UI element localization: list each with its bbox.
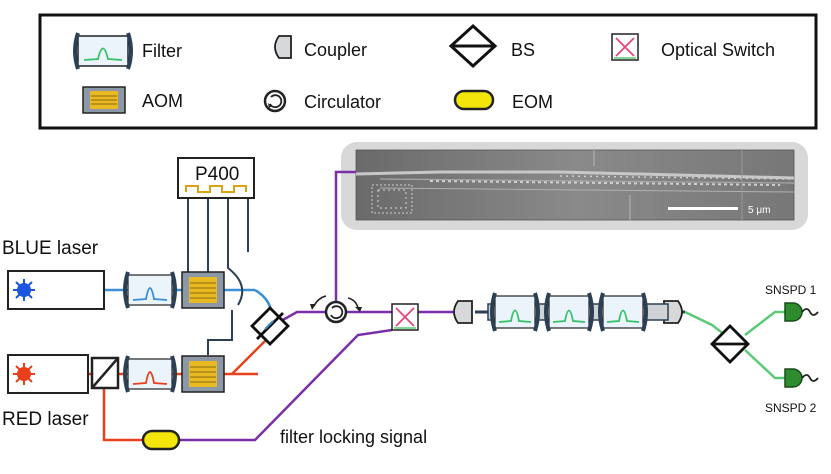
legend-optical-switch-label: Optical Switch [661,40,775,60]
legend-aom-icon [82,86,126,114]
filter-locking-signal-label: filter locking signal [280,427,427,447]
red-beam-splitter-cube [90,356,120,390]
aom-icon [181,271,225,309]
filter-icon [123,355,177,393]
legend-optical-switch-icon [611,33,639,61]
snspd-1-label: SNSPD 1 [765,283,817,297]
aom-icon [181,355,225,393]
red-laser-label: RED laser [2,409,89,430]
snspd-1: SNSPD 1 [765,283,819,322]
legend-bs-icon [448,23,498,69]
scale-bar: 5 μm [668,205,770,216]
beam-splitter-icon [250,306,290,346]
filter-icon [598,292,648,332]
legend-coupler-icon [274,35,292,59]
legend-eom-icon [453,89,495,111]
purple-beam-locking [180,328,393,442]
green-beam [684,310,726,336]
legend-circulator-icon [263,89,287,113]
legend-circulator-label: Circulator [304,92,381,112]
legend-coupler-label: Coupler [304,40,367,60]
filter-icon [544,292,594,332]
coupler-icon [453,300,473,324]
legend-bs-label: BS [511,40,535,60]
eom-icon [141,429,181,451]
optical-switch-icon [391,303,419,331]
filter-chain [487,292,669,332]
blue-laser-label: BLUE laser [2,238,99,259]
laser-icon [13,363,35,385]
snspd-2: SNSPD 2 [765,368,819,415]
filter-icon [490,292,540,332]
beam-splitter-icon [710,324,750,364]
circulator-icon [310,295,362,324]
p400-controller: P400 [177,157,255,199]
legend-eom-label: EOM [512,92,553,112]
detector-icon [784,302,819,322]
p400-label: P400 [195,164,239,185]
blue-laser: BLUE laser [2,238,105,310]
snspd-2-label: SNSPD 2 [765,401,817,415]
legend: Filter Coupler BS Optical Switch AOM [38,13,818,130]
red-laser: RED laser [2,354,89,430]
laser-icon [13,279,35,301]
scale-bar-label: 5 μm [748,205,770,216]
legend-aom-label: AOM [142,91,183,111]
legend-filter-label: Filter [142,41,182,61]
filter-icon [123,271,177,309]
sem-image-inset: 5 μm [341,142,808,230]
detector-icon [784,368,819,388]
photonic-crystal-pattern [371,175,791,214]
legend-filter-icon [73,32,133,70]
